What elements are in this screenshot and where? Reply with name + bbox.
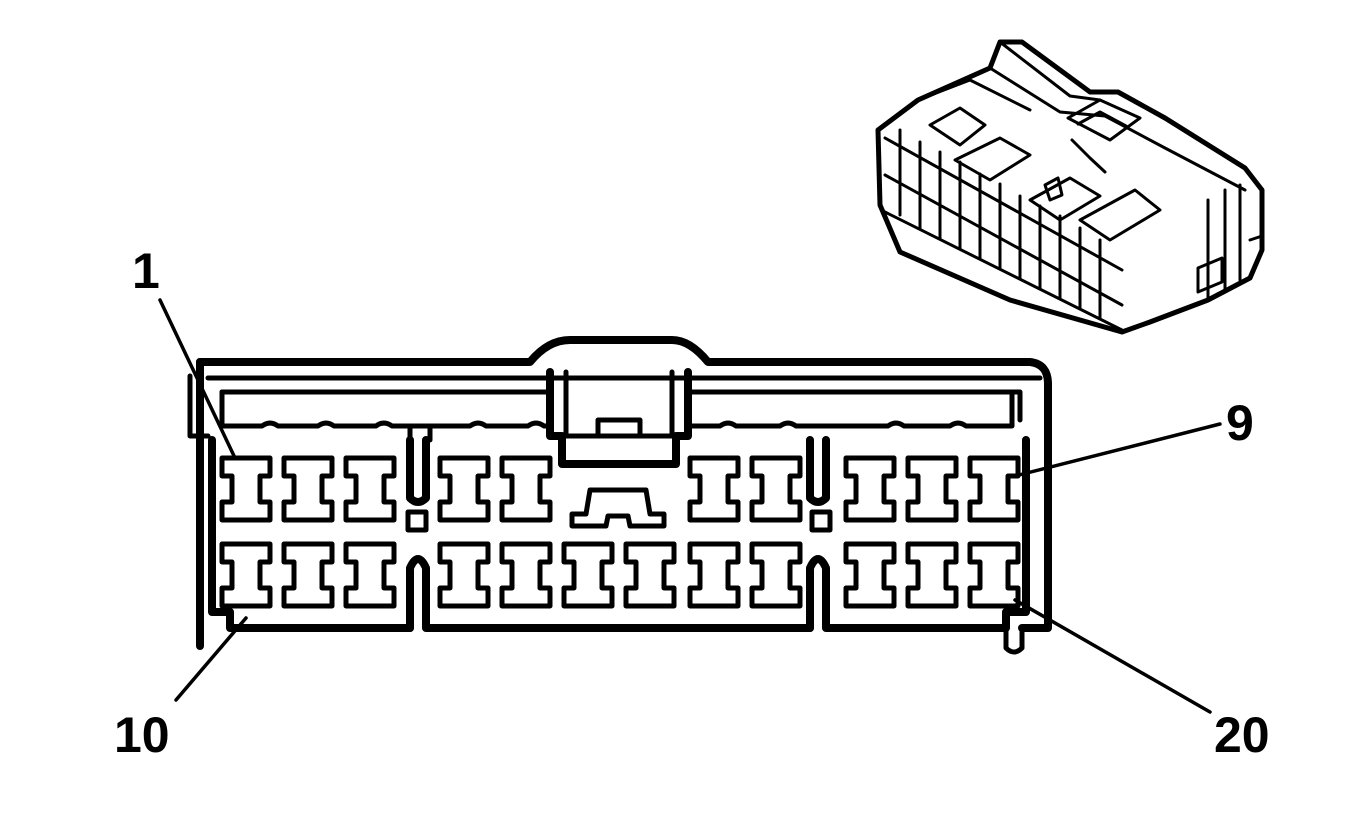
- leader-line-pin-1: [158, 298, 237, 460]
- bottom-row-cavity: [967, 541, 1021, 609]
- bottom-row-cavity: [343, 541, 397, 609]
- top-row-cavity: [905, 455, 959, 523]
- terminal-cavities: [219, 455, 1021, 609]
- callout-pin-1: 1: [132, 243, 160, 299]
- leader-line-pin-20: [1013, 598, 1212, 714]
- callout-pin-9: 9: [1226, 395, 1254, 451]
- callout-pin-10: 10: [114, 707, 170, 763]
- bottom-row-cavity: [281, 541, 335, 609]
- top-row-cavity: [967, 455, 1021, 523]
- leader-line-pin-10: [174, 616, 248, 702]
- top-row-cavity: [499, 455, 553, 523]
- top-row-cavity: [219, 455, 273, 523]
- connector-isometric-view: [875, 39, 1265, 335]
- top-row-cavity: [281, 455, 335, 523]
- bottom-row-cavity: [437, 541, 491, 609]
- leader-line-pin-9: [1013, 422, 1222, 478]
- top-row-cavity: [437, 455, 491, 523]
- top-row-cavity: [687, 455, 741, 523]
- bottom-row-cavity: [623, 541, 677, 609]
- bottom-row-cavity: [843, 541, 897, 609]
- top-row-cavity: [749, 455, 803, 523]
- bottom-row-cavity: [749, 541, 803, 609]
- bottom-row-cavity: [499, 541, 553, 609]
- bottom-row-cavity: [219, 541, 273, 609]
- bottom-row-cavity: [687, 541, 741, 609]
- top-row-cavity: [343, 455, 397, 523]
- connector-face-view: [187, 336, 1052, 655]
- bottom-row-cavity: [561, 541, 615, 609]
- top-row-cavity: [843, 455, 897, 523]
- bottom-row-cavity: [905, 541, 959, 609]
- callout-pin-20: 20: [1214, 707, 1270, 763]
